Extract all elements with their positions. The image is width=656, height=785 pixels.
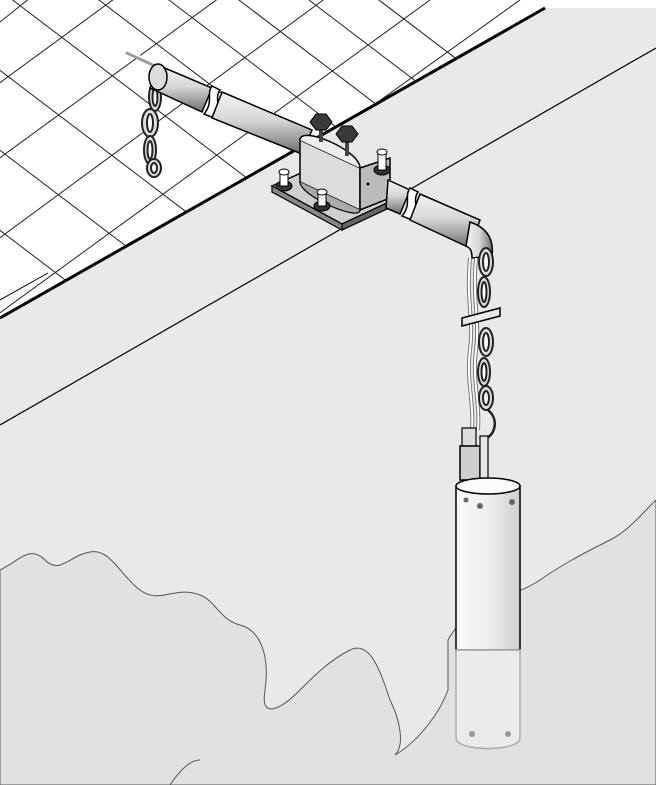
chain-right [477, 247, 496, 440]
star-knob [335, 125, 359, 156]
cable-right [466, 257, 481, 431]
star-knob [309, 113, 333, 142]
chain-left [141, 82, 162, 178]
break-mark [461, 307, 501, 327]
pipe-segment-right [385, 178, 411, 215]
cable-connector [459, 427, 489, 487]
bolt [313, 188, 331, 212]
bolt [373, 148, 391, 176]
submersible-sensor [455, 477, 521, 750]
pipe-segment-left [148, 63, 213, 114]
bolt [275, 168, 293, 192]
